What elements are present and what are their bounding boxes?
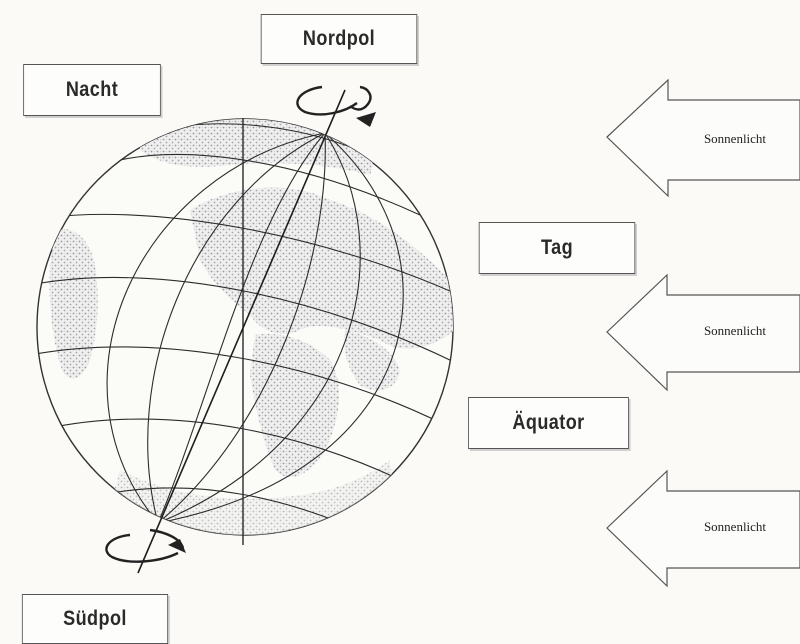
sunlight-arrow-1-label: Sonnenlicht — [704, 131, 766, 146]
globe — [30, 90, 470, 573]
label-nacht: Nacht — [23, 64, 161, 116]
label-aequator: Äquator — [468, 397, 629, 449]
sunlight-arrow-1: Sonnenlicht — [607, 80, 800, 196]
sunlight-arrow-3-label: Sonnenlicht — [704, 519, 766, 534]
north-rotation-arrow — [297, 87, 376, 127]
sunlight-arrow-2: Sonnenlicht — [607, 275, 800, 390]
label-nordpol: Nordpol — [261, 14, 418, 64]
sunlight-arrow-2-label: Sonnenlicht — [704, 323, 766, 338]
label-suedpol: Südpol — [22, 594, 168, 644]
label-tag: Tag — [479, 222, 636, 274]
sunlight-arrow-3: Sonnenlicht — [607, 471, 800, 586]
south-rotation-arrow — [106, 530, 186, 562]
